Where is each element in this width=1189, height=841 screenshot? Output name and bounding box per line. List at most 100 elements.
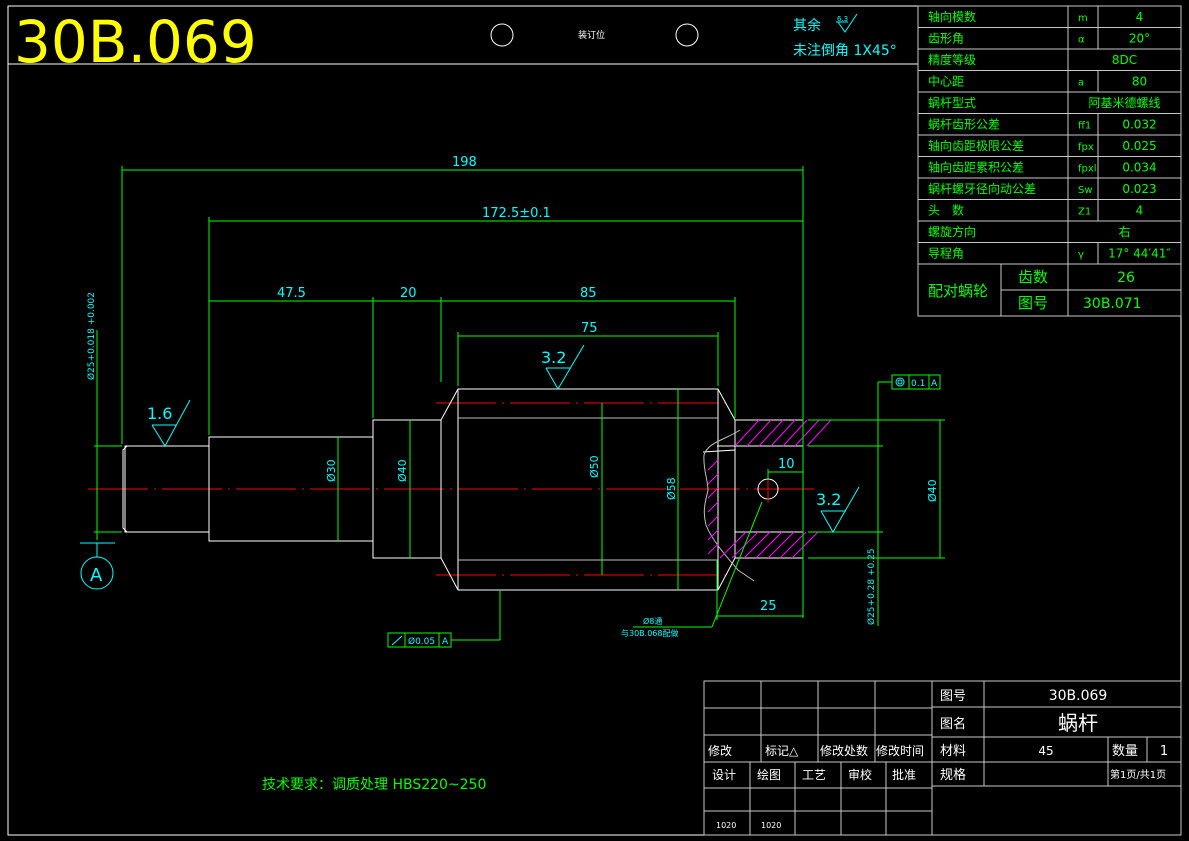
dim-85: 85 xyxy=(580,286,597,301)
svg-text:4: 4 xyxy=(1136,204,1144,218)
qty-value: 1 xyxy=(1160,744,1168,759)
dim-dia-30: Ø30 xyxy=(325,459,338,482)
dim-25: 25 xyxy=(760,599,777,614)
binding-hole-left xyxy=(490,23,514,47)
binding-label: 装订位 xyxy=(578,29,605,41)
dim-172: 172.5±0.1 xyxy=(482,206,551,221)
svg-text:17° 44′41″: 17° 44′41″ xyxy=(1108,247,1171,261)
chamfer-note: 未注倒角 1X45° xyxy=(793,43,897,59)
hole-note-1: Ø8通 xyxy=(643,616,662,626)
svg-text:精度等级: 精度等级 xyxy=(928,52,976,67)
svg-text:0.1: 0.1 xyxy=(911,379,925,389)
material-label: 材料 xyxy=(940,744,966,759)
svg-text:蜗杆齿形公差: 蜗杆齿形公差 xyxy=(928,117,1000,132)
qty-label: 数量 xyxy=(1112,744,1138,759)
roughness-symbol-1-6: 1.6 xyxy=(147,399,191,447)
svg-text:轴向模数: 轴向模数 xyxy=(928,9,976,24)
params-row: 螺旋方向右 xyxy=(928,224,1131,239)
svg-text:6.3: 6.3 xyxy=(837,15,848,23)
dim-20: 20 xyxy=(400,286,417,301)
svg-text:Sw: Sw xyxy=(1078,185,1093,196)
dim-dia-40-right: Ø40 xyxy=(926,479,939,502)
svg-text:头 数: 头 数 xyxy=(928,203,964,218)
sign-header-cell: 设计 xyxy=(712,768,736,782)
drawing-no-value: 30B.069 xyxy=(1049,688,1108,704)
roughness-note-label: 其余 xyxy=(793,17,821,34)
svg-text:阿基米德螺线: 阿基米德螺线 xyxy=(1088,95,1160,110)
sign-header-cell: 工艺 xyxy=(802,768,826,782)
rev-header-cell: 修改时间 xyxy=(876,743,924,758)
svg-text:m: m xyxy=(1078,13,1088,24)
dim-overall-length: 198 xyxy=(452,155,477,170)
page-indicator: 第1页/共1页 xyxy=(1110,768,1166,781)
svg-text:α: α xyxy=(1078,35,1085,46)
svg-text:A: A xyxy=(90,565,103,586)
mate-drawing-label: 图号 xyxy=(1018,294,1048,312)
coaxiality-tolerance-frame: 0.1 A xyxy=(891,374,941,390)
params-row: 轴向齿距极限公差 fpx 0.025 xyxy=(928,138,1157,153)
svg-text:A: A xyxy=(442,637,449,647)
params-row: 导程角 γ 17° 44′41″ xyxy=(928,246,1171,261)
mate-teeth-value: 26 xyxy=(1117,270,1135,286)
dimension-lines xyxy=(94,166,945,641)
sign-header-cell: 批准 xyxy=(892,767,916,782)
svg-text:a: a xyxy=(1078,78,1084,89)
svg-text:fpxl: fpxl xyxy=(1078,164,1097,175)
roughness-symbol-general: 6.3 xyxy=(836,13,858,33)
section-hatching xyxy=(707,419,832,559)
svg-text:齿形角: 齿形角 xyxy=(928,32,964,46)
params-row: 齿形角 α 20° xyxy=(928,32,1150,46)
svg-text:ff1: ff1 xyxy=(1078,121,1091,132)
sign-date-cell: 1020 xyxy=(716,821,736,830)
params-row: 蜗杆型式 阿基米德螺线 xyxy=(928,95,1161,110)
svg-text:0.025: 0.025 xyxy=(1122,139,1156,153)
svg-text:20°: 20° xyxy=(1129,32,1150,46)
svg-text:8DC: 8DC xyxy=(1112,53,1137,67)
svg-text:导程角: 导程角 xyxy=(928,246,964,261)
svg-text:A: A xyxy=(931,379,938,389)
svg-text:3.2: 3.2 xyxy=(816,490,841,509)
svg-text:3.2: 3.2 xyxy=(541,348,566,367)
sign-date-cell: 1020 xyxy=(761,821,781,830)
svg-text:蜗杆螺牙径向动公差: 蜗杆螺牙径向动公差 xyxy=(928,181,1036,196)
rev-header-cell: 标记△ xyxy=(765,744,799,758)
svg-text:0.023: 0.023 xyxy=(1122,182,1156,196)
dim-10: 10 xyxy=(778,457,795,472)
svg-text:0.032: 0.032 xyxy=(1122,118,1156,132)
runout-tolerance-frame: Ø0.05 A xyxy=(387,632,452,648)
hole-note-2: 与30B.068配做 xyxy=(621,628,678,638)
datum-a-symbol: A xyxy=(80,542,115,590)
svg-text:右: 右 xyxy=(1118,224,1130,239)
drawing-frame xyxy=(7,5,1182,836)
tech-requirements: 技术要求：调质处理 HBS220~250 xyxy=(262,777,486,793)
dim-47-5: 47.5 xyxy=(277,286,306,301)
part-name-label: 图名 xyxy=(940,716,966,732)
svg-text:fpx: fpx xyxy=(1078,142,1094,153)
roughness-symbol-3-2-top: 3.2 xyxy=(541,344,585,390)
dim-dia-50: Ø50 xyxy=(588,455,601,478)
svg-text:1.6: 1.6 xyxy=(147,404,172,423)
drawing-no-label: 图号 xyxy=(940,689,966,704)
svg-text:蜗杆型式: 蜗杆型式 xyxy=(928,95,976,110)
rev-header-cell: 修改 xyxy=(708,743,732,758)
dim-dia-25-right: Ø25+0.28 +0.25 xyxy=(866,548,877,625)
sign-header-cell: 审校 xyxy=(848,767,872,782)
params-row: 精度等级 8DC xyxy=(928,52,1137,67)
svg-text:Z1: Z1 xyxy=(1078,207,1091,218)
params-row: 头 数 Z1 4 xyxy=(928,203,1143,218)
mate-label: 配对蜗轮 xyxy=(928,282,988,300)
svg-text:γ: γ xyxy=(1078,250,1084,261)
roughness-symbol-3-2-right: 3.2 xyxy=(816,486,860,534)
dim-75: 75 xyxy=(581,321,598,336)
mate-drawing-value: 30B.071 xyxy=(1083,296,1142,312)
drawing-code-big: 30B.069 xyxy=(14,8,257,76)
binding-hole-right xyxy=(675,23,699,47)
sign-header-cell: 绘图 xyxy=(757,767,781,782)
mate-teeth-label: 齿数 xyxy=(1018,268,1048,286)
svg-text:轴向齿距极限公差: 轴向齿距极限公差 xyxy=(928,138,1024,153)
dim-dia-58: Ø58 xyxy=(665,477,678,500)
